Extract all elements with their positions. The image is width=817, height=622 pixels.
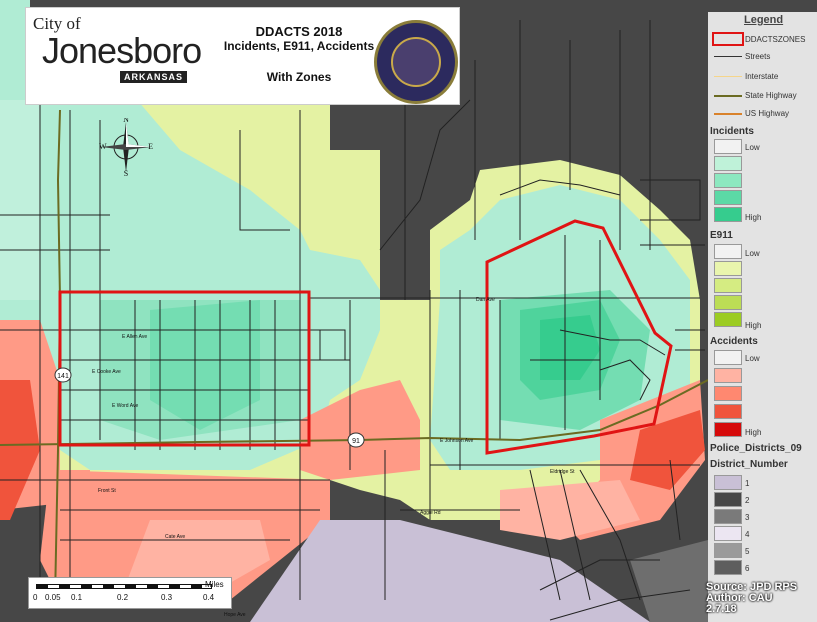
legend-us-hwy-label: US Highway xyxy=(745,109,790,118)
legend-e911-high: High xyxy=(745,321,762,330)
legend-e911-swatch-3 xyxy=(714,295,742,310)
scale-unit: Miles xyxy=(205,580,224,589)
legend-state-hwy-label: State Highway xyxy=(745,91,797,100)
legend-accidents-swatch-2 xyxy=(714,386,742,401)
legend-district-swatch xyxy=(714,475,742,490)
map-subtitle-zones: With Zones xyxy=(266,70,332,84)
legend-district-swatch xyxy=(714,560,742,575)
legend-district-label: 4 xyxy=(745,530,750,539)
source-line: Source: JPD RPS xyxy=(706,581,798,593)
scale-bar: Miles 0 0.05 0.1 0.2 0.3 0.4 xyxy=(28,577,232,609)
legend-accidents-heading: Accidents xyxy=(710,336,758,347)
street-label: Front St xyxy=(98,488,116,494)
street-label: E Cooke Ave xyxy=(92,369,121,375)
legend-e911-low: Low xyxy=(745,249,760,258)
scale-tick: 0.2 xyxy=(117,593,129,602)
source-credit: Source: JPD RPS Author: CAU 2.7.18 xyxy=(706,582,797,615)
legend-incidents-heading: Incidents xyxy=(710,126,754,137)
scale-bar-segments xyxy=(36,584,212,589)
police-seal-icon xyxy=(374,20,458,104)
street-label: E Allen Ave xyxy=(122,334,147,340)
street-label: E Johnson Ave xyxy=(440,438,473,444)
city-of-label: City of xyxy=(33,14,81,33)
legend-incidents-swatch-0 xyxy=(714,139,742,154)
legend-interstate-label: Interstate xyxy=(745,72,779,81)
legend-incidents-low: Low xyxy=(745,143,760,152)
legend-e911-swatch-4 xyxy=(714,312,742,327)
legend-accidents-swatch-3 xyxy=(714,404,742,419)
svg-text:91: 91 xyxy=(352,438,360,445)
legend-zone-label: DDACTSZONES xyxy=(745,35,806,44)
map-title: DDACTS 2018 xyxy=(255,24,343,39)
legend-accidents-low: Low xyxy=(745,354,760,363)
legend-district-swatch xyxy=(714,543,742,558)
legend-streets-label: Streets xyxy=(745,52,771,61)
legend-zone-swatch xyxy=(712,32,744,46)
legend-e911-swatch-0 xyxy=(714,244,742,259)
legend-e911-heading: E911 xyxy=(710,230,733,241)
svg-text:141: 141 xyxy=(57,373,69,380)
legend-incidents-swatch-3 xyxy=(714,190,742,205)
legend-accidents-swatch-1 xyxy=(714,368,742,383)
city-name: Jonesboro xyxy=(42,30,202,71)
legend-panel: Legend DDACTSZONES Streets Interstate St… xyxy=(708,12,817,622)
legend-state-hwy-line xyxy=(714,95,742,97)
legend-districts-heading: Police_Districts_09 xyxy=(710,443,802,454)
date-line: 2.7.18 xyxy=(706,603,737,615)
legend-accidents-swatch-4 xyxy=(714,422,742,437)
svg-text:W: W xyxy=(99,142,107,151)
map-title-box: City of Jonesboro ARKANSAS DDACTS 2018 I… xyxy=(25,7,460,105)
legend-district-label: 5 xyxy=(745,547,750,556)
legend-e911-swatch-2 xyxy=(714,278,742,293)
north-arrow: N S E W xyxy=(99,118,153,176)
legend-incidents-swatch-2 xyxy=(714,173,742,188)
street-label: Eldridge St xyxy=(550,469,575,475)
scale-tick: 0 xyxy=(33,593,38,602)
svg-text:N: N xyxy=(123,118,129,124)
scale-tick: 0.3 xyxy=(161,593,173,602)
street-label: Cate Ave xyxy=(165,534,185,540)
legend-district-label: 1 xyxy=(745,479,750,488)
highway-shield-141: 141 xyxy=(54,367,72,383)
legend-district-label: 2 xyxy=(745,496,750,505)
scale-tick: 0.1 xyxy=(71,593,83,602)
legend-streets-line xyxy=(714,56,742,57)
street-label: Aggie Rd xyxy=(420,510,441,516)
legend-accidents-high: High xyxy=(745,428,762,437)
author-line: Author: CAU xyxy=(706,592,773,604)
legend-district-label: 6 xyxy=(745,564,750,573)
ddacts-zone-east xyxy=(485,219,673,455)
legend-incidents-high: High xyxy=(745,213,762,222)
city-state: ARKANSAS xyxy=(120,71,188,83)
legend-e911-swatch-1 xyxy=(714,261,742,276)
svg-text:E: E xyxy=(148,142,153,151)
city-logo: City of Jonesboro ARKANSAS xyxy=(28,10,202,86)
legend-district-label: 3 xyxy=(745,513,750,522)
legend-incidents-swatch-4 xyxy=(714,207,742,222)
legend-district-swatch xyxy=(714,509,742,524)
street-label: Hope Ave xyxy=(224,612,246,618)
legend-district-swatch xyxy=(714,492,742,507)
legend-accidents-swatch-0 xyxy=(714,350,742,365)
svg-text:S: S xyxy=(124,169,128,176)
scale-tick: 0.05 xyxy=(45,593,61,602)
street-label: Dan Ave xyxy=(476,297,495,303)
legend-district-swatch xyxy=(714,526,742,541)
highway-shield-91: 91 xyxy=(347,432,365,448)
legend-incidents-swatch-1 xyxy=(714,156,742,171)
map-subtitle: Incidents, E911, Accidents xyxy=(223,39,375,53)
legend-title: Legend xyxy=(744,14,784,26)
legend-us-hwy-line xyxy=(714,113,742,115)
scale-tick: 0.4 xyxy=(203,593,215,602)
legend-district-number-heading: District_Number xyxy=(710,459,788,470)
street-label: E Word Ave xyxy=(112,403,138,409)
legend-interstate-line xyxy=(714,76,742,77)
